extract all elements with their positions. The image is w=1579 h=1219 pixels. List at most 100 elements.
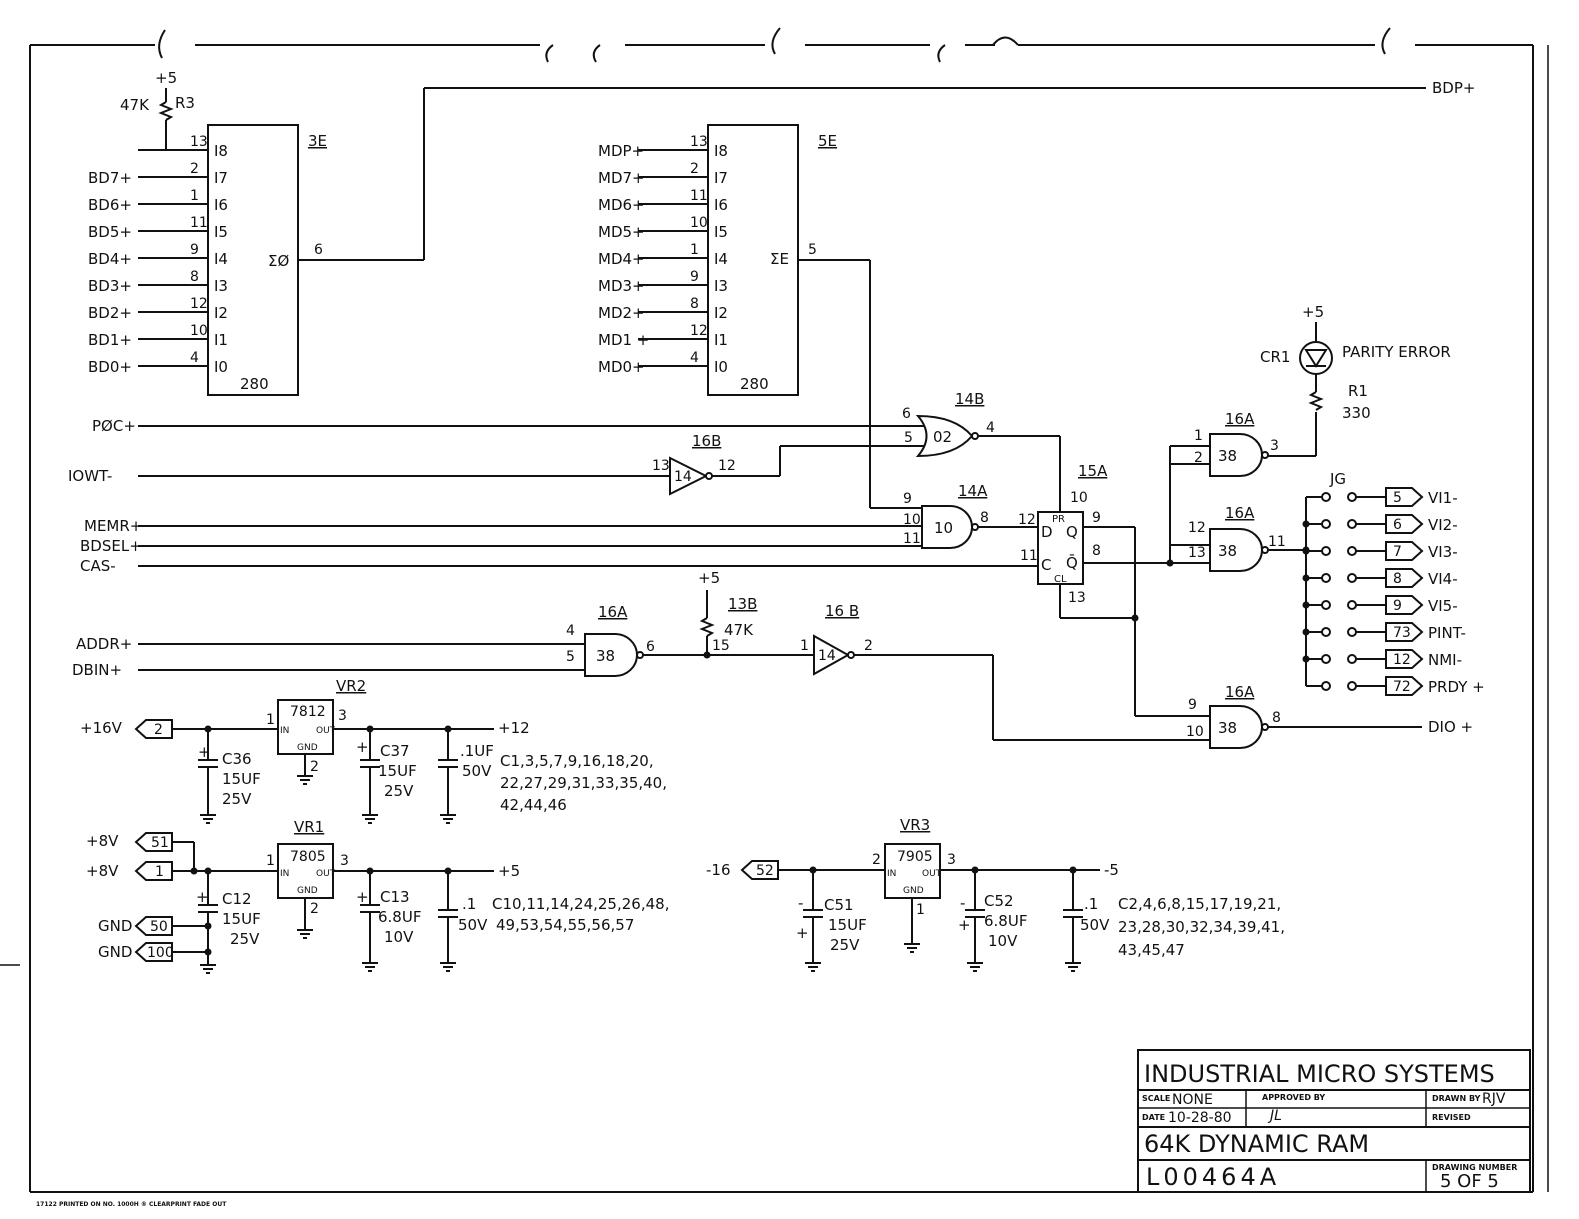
bd-pin-5: 8 [190, 269, 199, 285]
vr2-gnd: GND [297, 743, 318, 753]
c37-plus: + [356, 738, 369, 756]
bd-pin-2: 1 [190, 188, 199, 204]
gate-16a-left-in2: 5 [566, 649, 575, 665]
md-signal-0: MDP+ [598, 142, 644, 160]
bd-input-label-8: I0 [214, 358, 228, 376]
vr3-pin-in: 2 [872, 852, 881, 868]
r1-ref: R1 [1348, 382, 1368, 400]
sheet-number: 5 OF 5 [1440, 1171, 1499, 1192]
c52-value: 6.8UF [984, 912, 1027, 930]
v8b-label: +8V [86, 862, 119, 880]
gnda-pin: 50 [150, 919, 168, 935]
c51-plus: + [796, 924, 809, 942]
vr3-pin-out: 3 [947, 852, 956, 868]
bdsel-signal: BDSEL+ [80, 537, 142, 555]
vr1-ref: VR1 [294, 818, 324, 836]
ff15a-q: Q [1066, 523, 1078, 541]
ff15a-pin-cl: 13 [1068, 590, 1086, 606]
c36-value: 15UF [222, 770, 261, 788]
gate-16a-left: 16A 38 4 5 6 [566, 603, 814, 677]
vr1-pin-out: 3 [340, 853, 349, 869]
c13-plus: + [356, 888, 369, 906]
vr1-gnd: GND [297, 886, 318, 896]
c36-voltage: 25V [222, 790, 252, 808]
cap12-value: .1UF [460, 742, 494, 760]
approved-signature: JL [1267, 1108, 1282, 1124]
bd-signal-7: BD1+ [88, 331, 132, 349]
cap5-list-2: 49,53,54,55,56,57 [496, 916, 634, 934]
gate-16a-mid-ref: 16A [1225, 504, 1255, 522]
gndb-label: GND [98, 943, 132, 961]
gate-14b-in2: 5 [904, 430, 913, 446]
c13-value: 6.8UF [378, 908, 421, 926]
r13b-value: 47K [724, 621, 754, 639]
ff15a-pin-pr: 10 [1070, 490, 1088, 506]
ff15a-pr: PR [1052, 514, 1065, 525]
gate-16a-mid-in2: 13 [1188, 545, 1206, 561]
c36-ref: C36 [222, 750, 252, 768]
capm5-list-1: C2,4,6,8,15,17,19,21, [1118, 895, 1281, 913]
gate-16a-left-in1: 4 [566, 623, 575, 639]
chip-5e-out-pin: 5 [808, 242, 817, 258]
dbin-signal: DBIN+ [72, 661, 122, 679]
gate-16a-top-label: 38 [1218, 447, 1237, 465]
chip-5e-type: 280 [740, 375, 769, 393]
bd-signal-6: BD2+ [88, 304, 132, 322]
flipflop-15a: 15A PR CL D C Q Q̄ 10 12 11 9 8 13 [1018, 445, 1210, 717]
cap12-list-1: C1,3,5,7,9,16,18,20, [500, 752, 654, 770]
vr1-out: OUT [316, 869, 336, 879]
md-pin-6: 8 [690, 296, 699, 312]
cap12-voltage: 50V [462, 762, 492, 780]
gate-14b-ref: 14B [955, 390, 984, 408]
gate-16b-top-out: 12 [718, 458, 736, 474]
plus5-led-label: +5 [1302, 303, 1324, 321]
gate-16a-mid-in1: 12 [1188, 520, 1206, 536]
jg-pin-1: 6 [1393, 517, 1402, 533]
company-name: INDUSTRIAL MICRO SYSTEMS [1144, 1060, 1495, 1088]
capm5-list-3: 43,45,47 [1118, 941, 1185, 959]
c13-voltage: 10V [384, 928, 414, 946]
cr1-ref: CR1 [1260, 348, 1290, 366]
gate-14a-out: 8 [980, 510, 989, 526]
power-vr1: +8V 51 +8V 1 + C12 15UF 25V GND 50 GND 1… [86, 818, 669, 974]
chip-5e-ref: 5E [818, 132, 837, 150]
gate-16a-top-ref: 16A [1225, 410, 1255, 428]
c36-plus: + [198, 743, 211, 761]
vm16-label: -16 [706, 861, 731, 879]
gate-16a-top: 16A 38 1 2 3 [1194, 410, 1317, 477]
md-signal-3: MD5+ [598, 223, 645, 241]
md-pin-5: 9 [690, 269, 699, 285]
vr3-pin-gnd: 1 [916, 902, 925, 918]
parity-error-label: PARITY ERROR [1342, 343, 1451, 361]
gate-16b-bot-in: 1 [800, 638, 809, 654]
jg-signal-2: VI3- [1428, 543, 1458, 561]
gate-14a-in3: 11 [903, 531, 921, 547]
gndb-pin: 100 [147, 945, 174, 961]
revised-label: REVISED [1432, 1113, 1471, 1122]
gate-14a-in2: 10 [903, 512, 921, 528]
c51-ref: C51 [824, 896, 854, 914]
gate-16a-top-in1: 1 [1194, 428, 1203, 444]
out5-label: +5 [498, 862, 520, 880]
paper-footer: 17122 PRINTED ON NO. 1000H ® CLEARPRINT … [36, 1201, 227, 1208]
c51-minus: - [798, 894, 803, 912]
bd-signal-2: BD6+ [88, 196, 132, 214]
vr2-out: OUT [316, 726, 336, 736]
cap5-value: .1 [462, 895, 476, 913]
ff15a-pin-d: 12 [1018, 512, 1036, 528]
bd-pin-3: 11 [190, 215, 208, 231]
c12-plus: + [196, 888, 209, 906]
jg-signal-3: VI4- [1428, 570, 1458, 588]
gate-16a-top-in2: 2 [1194, 450, 1203, 466]
ff15a-pin-q: 9 [1092, 510, 1101, 526]
gate-14b-out: 4 [986, 420, 995, 436]
vr1-in: IN [280, 869, 289, 879]
jg-signal-1: VI2- [1428, 516, 1458, 534]
scale-label: SCALE [1142, 1094, 1170, 1103]
cap12-list-3: 42,44,46 [500, 796, 567, 814]
approved-label: APPROVED BY [1262, 1093, 1325, 1102]
drawing-number-label: DRAWING NUMBER [1432, 1163, 1517, 1172]
jg-pin-0: 5 [1393, 490, 1402, 506]
